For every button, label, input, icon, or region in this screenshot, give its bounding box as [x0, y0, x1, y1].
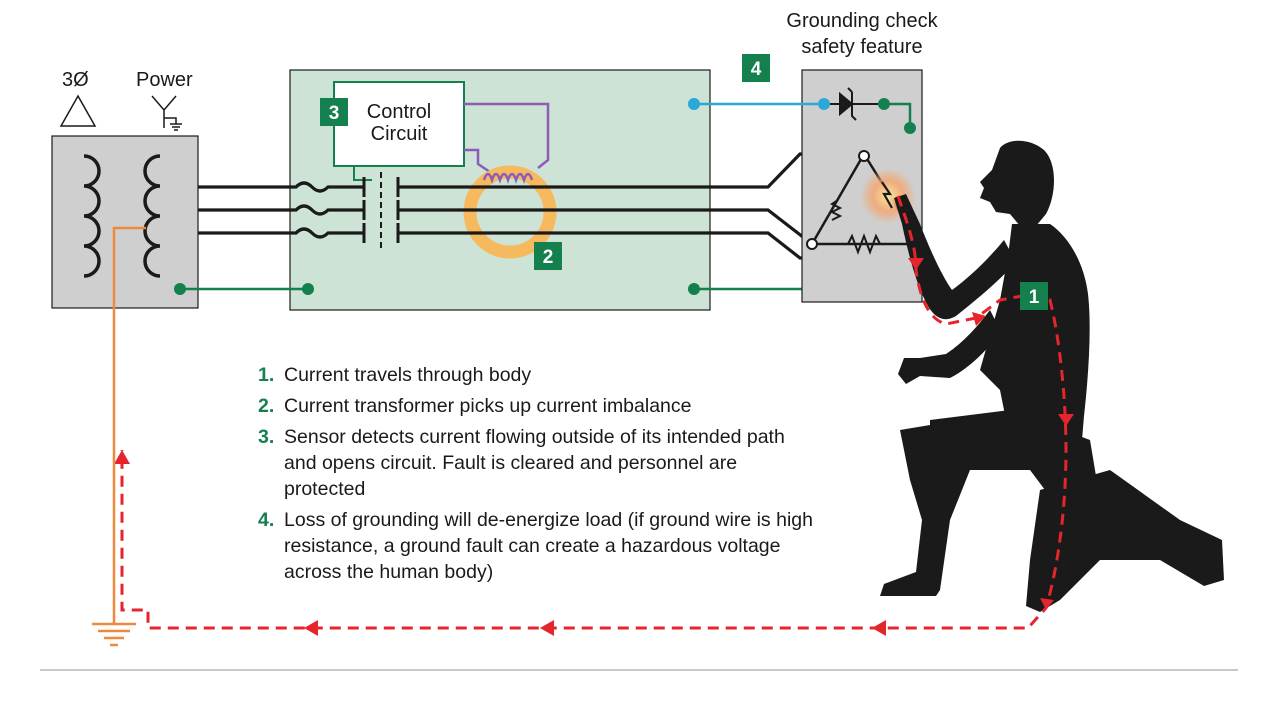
svg-text:2: 2 [543, 247, 554, 268]
grounding-check-label-2: safety feature [801, 36, 922, 58]
legend-text: Current travels through body [284, 364, 532, 386]
control-circuit-label-2: Circuit [371, 123, 428, 145]
legend-item-2: 2. Current transformer picks up current … [258, 393, 818, 419]
phase-label: 3Ø [62, 69, 89, 91]
legend-number: 4. [258, 509, 275, 531]
current-transformer-ring [463, 165, 557, 259]
legend-item-1: 1. Current travels through body [258, 362, 818, 388]
fault-arrows [114, 258, 1074, 636]
badge-3: 3 [320, 98, 348, 126]
delta-symbol-icon [59, 94, 97, 127]
legend-item-3: 3. Sensor detects current flowing outsid… [258, 424, 818, 502]
badge-4: 4 [742, 54, 770, 82]
primary-coil [83, 154, 101, 278]
sense-coil-windings [482, 172, 534, 184]
control-link [353, 166, 372, 181]
legend-number: 2. [258, 395, 275, 417]
control-circuit-box [333, 81, 465, 167]
secondary-coil [143, 154, 161, 278]
svg-text:4: 4 [751, 59, 762, 80]
breaker-contacts [362, 172, 400, 248]
power-label: Power [136, 69, 193, 91]
badge-1: 1 [1020, 282, 1048, 310]
legend-item-4: 4. Loss of grounding will de-energize lo… [258, 507, 818, 585]
control-circuit-label-1: Control [367, 101, 431, 123]
system-ground [92, 226, 146, 647]
legend-number: 1. [258, 364, 275, 386]
legend-text: Sensor detects current flowing outside o… [284, 426, 785, 500]
legend: 1. Current travels through body 2. Curre… [258, 362, 818, 590]
person-silhouette [880, 140, 1224, 612]
spark-icon [881, 181, 893, 209]
legend-text: Current transformer picks up current imb… [284, 395, 692, 417]
zener-diode-icon [830, 87, 878, 121]
svg-text:1: 1 [1029, 287, 1040, 308]
grounding-check-label-1: Grounding check [786, 10, 938, 32]
power-transformer [51, 135, 199, 309]
legend-text: Loss of grounding will de-energize load … [284, 509, 813, 583]
legend-number: 3. [258, 426, 275, 448]
wye-ground-icon [151, 95, 182, 131]
sense-coil-wire [464, 102, 550, 174]
badge-2: 2 [534, 242, 562, 270]
svg-text:3: 3 [329, 103, 340, 124]
